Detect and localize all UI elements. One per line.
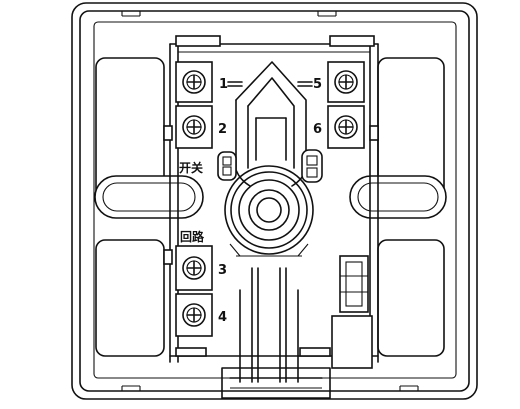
terminal-1-label: 1: [219, 77, 228, 92]
left-mounting-slot: [94, 175, 204, 219]
top-connector-bar: [227, 81, 313, 87]
terminal-3: [175, 245, 213, 291]
central-housing: [163, 35, 379, 363]
latch-component: [331, 255, 373, 369]
central-pivot: [224, 165, 314, 257]
terminal-1: [175, 61, 213, 103]
left-indicator-window: [217, 151, 237, 181]
terminal-6: [327, 105, 365, 149]
terminal-5-label: 5: [313, 77, 322, 92]
right-indicator-window: [301, 149, 323, 183]
terminal-2: [175, 105, 213, 149]
bottom-legs: [221, 267, 331, 399]
switch-label: 开关: [179, 160, 203, 175]
terminal-5: [327, 61, 365, 103]
terminal-4: [175, 293, 213, 337]
central-lever: [235, 61, 307, 187]
circuit-label: 回路: [180, 229, 205, 244]
terminal-6-label: 6: [313, 122, 322, 137]
terminal-4-label: 4: [218, 310, 227, 325]
terminal-3-label: 3: [218, 263, 227, 278]
terminal-2-label: 2: [218, 122, 227, 137]
right-mounting-slot: [349, 175, 447, 219]
